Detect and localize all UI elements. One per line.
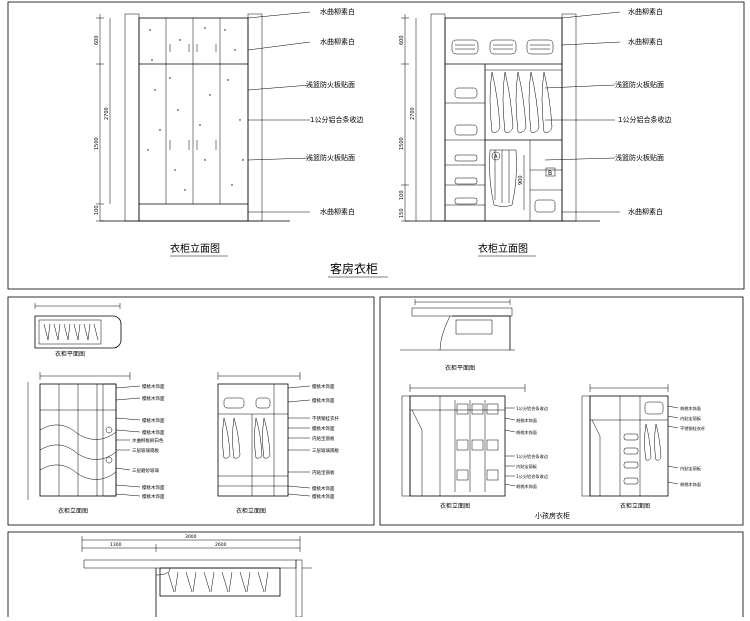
elev2-caption: 衣柜立面图 <box>236 507 266 515</box>
marker-a: A <box>494 154 498 160</box>
label-material: 1公分铝合条收边 <box>310 115 363 124</box>
marker-b: B <box>548 170 552 177</box>
label-material: 水曲柳素白 <box>320 207 355 216</box>
label-material: 樱桃木饰面 <box>312 425 335 432</box>
label-material: 内贴宝丽板 <box>312 469 335 476</box>
label-material: 内贴宝丽板 <box>680 415 702 422</box>
dim-1300: 1300 <box>110 542 122 548</box>
label-material: 1公分铝合条收边 <box>516 453 549 460</box>
label-material: 胡桃木饰面 <box>680 481 701 488</box>
dim-2600: 2600 <box>215 542 227 548</box>
label-material: 水曲柳素白 <box>320 7 355 16</box>
label-material: 内贴宝丽板 <box>516 463 538 470</box>
label-material: 樱桃木饰面 <box>312 383 335 390</box>
left-elevation-caption: 衣柜立面图 <box>170 242 220 255</box>
dim-900: 900 <box>518 175 524 185</box>
plan-view: 衣柜平面图 <box>34 303 122 358</box>
elevation-2: 樱桃木饰面 樱桃木饰面 不锈钢挂衣杆 樱桃木饰面 内贴宝丽板 三层玻璃隔板 内贴… <box>217 372 339 515</box>
dim-1500: 1500 <box>94 137 100 150</box>
right-elevation: A B 600 2700 1500 900 100 150 水曲柳素白 水曲柳素… <box>399 7 671 257</box>
dim-100: 100 <box>399 190 405 200</box>
left-elevation: 600 2700 1500 100 水曲柳素白 水曲柳素白 浅篮防火板贴面 1公… <box>94 7 363 257</box>
label-material: 内贴宝丽板 <box>312 435 335 442</box>
elevation-1: 樱桃木饰面 樱桃木饰面 樱桃木饰面 樱桃木饰面 水曲柳板刷白色 三层玻璃隔板 三… <box>27 372 165 515</box>
panel3-title: 小孩房衣柜 <box>535 511 570 520</box>
label-material: 三层磨砂玻璃 <box>132 467 159 474</box>
label-material: 胡桃木饰面 <box>516 417 537 424</box>
label-material: 浅篮防火板贴面 <box>306 80 355 89</box>
dim-100: 100 <box>94 205 100 215</box>
label-material: 胡桃木饰面 <box>516 483 537 490</box>
label-material: 樱桃木饰面 <box>142 429 165 436</box>
label-material: 浅篮防火板贴面 <box>306 153 355 162</box>
label-material: 樱桃木饰面 <box>312 397 335 404</box>
label-material: 樱桃木饰面 <box>142 395 165 402</box>
elev1-caption: 衣柜立面图 <box>58 507 88 515</box>
dim-1500: 1500 <box>399 137 405 150</box>
label-material: 水曲柳素白 <box>628 7 663 16</box>
label-material: 胡桃木饰面 <box>516 429 537 436</box>
label-material: 水曲柳素白 <box>628 37 663 46</box>
kids-plan-caption: 衣柜平面图 <box>445 364 475 372</box>
panel-kids-wardrobe <box>379 296 744 526</box>
label-material: 樱桃木饰面 <box>142 417 165 424</box>
kids-elevation-1: 1公分铝合条收边 胡桃木饰面 胡桃木饰面 1公分铝合条收边 内贴宝丽板 1公分铝… <box>401 384 549 510</box>
speckle-texture <box>147 27 244 191</box>
panel1-title: 客房衣柜 <box>330 261 378 276</box>
label-material: 浅篮防火板贴面 <box>615 153 664 162</box>
kids-plan-view: 衣柜平面图 <box>400 299 515 372</box>
label-material: 不锈钢挂衣杆 <box>680 425 706 432</box>
label-material: 樱桃木饰面 <box>312 493 335 500</box>
dim-600: 600 <box>399 35 405 45</box>
label-material: 胡桃木饰面 <box>680 405 701 412</box>
label-material: 1公分铝合条收边 <box>618 115 671 124</box>
bottom-plan: 1300 2600 3000 <box>81 534 312 618</box>
label-material: 三层玻璃隔板 <box>312 447 339 454</box>
right-elevation-caption: 衣柜立面图 <box>478 242 528 255</box>
hanging-clothes <box>489 71 553 207</box>
dim-3000: 3000 <box>185 534 197 540</box>
label-material: 水曲柳素白 <box>320 37 355 46</box>
panel-wardrobe-2 <box>7 296 375 526</box>
label-material: 水曲柳板刷白色 <box>132 437 164 444</box>
label-material: 浅篮防火板贴面 <box>615 80 664 89</box>
dim-2700: 2700 <box>104 107 110 120</box>
label-material: 樱桃木饰面 <box>142 383 165 390</box>
kids-elev2-caption: 衣柜立面图 <box>620 502 650 510</box>
label-material: 不锈钢挂衣杆 <box>312 415 339 422</box>
panel-guest-wardrobe <box>7 1 745 290</box>
kids-elev1-caption: 衣柜立面图 <box>440 502 470 510</box>
dim-150: 150 <box>399 208 405 218</box>
plan-caption: 衣柜平面图 <box>55 350 85 358</box>
dim-600: 600 <box>94 35 100 45</box>
dim-2700: 2700 <box>410 107 416 120</box>
label-material: 三层玻璃隔板 <box>132 447 159 454</box>
label-material: 樱桃木饰面 <box>142 484 165 491</box>
label-material: 1公分铝合条收边 <box>516 473 549 480</box>
label-material: 1公分铝合条收边 <box>516 405 549 412</box>
label-material: 樱桃木饰面 <box>142 493 165 500</box>
label-material: 内贴宝丽板 <box>680 465 702 472</box>
panel-wardrobe-plan <box>7 531 744 621</box>
kids-elevation-2: 胡桃木饰面 内贴宝丽板 不锈钢挂衣杆 内贴宝丽板 胡桃木饰面 衣柜立面图 <box>581 384 706 510</box>
label-material: 樱桃木饰面 <box>312 485 335 492</box>
label-material: 水曲柳素白 <box>628 207 663 216</box>
